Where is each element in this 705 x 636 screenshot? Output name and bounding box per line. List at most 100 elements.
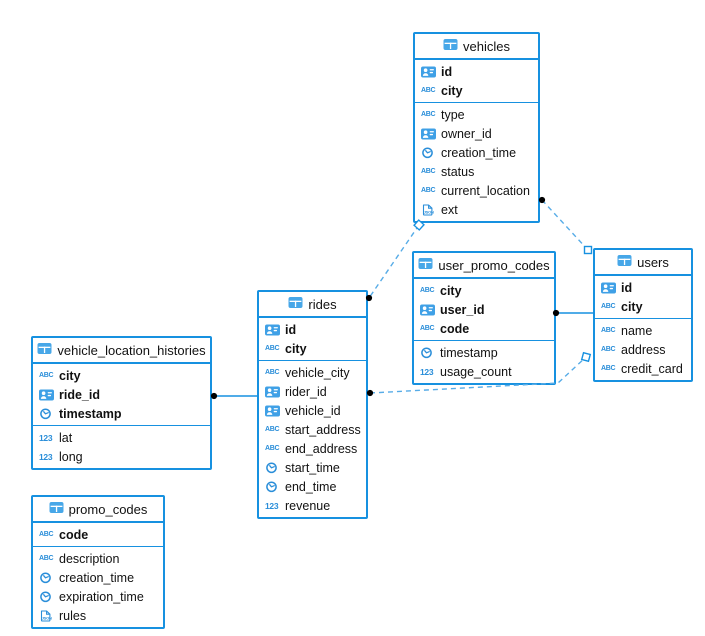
abc-icon: ABC	[421, 168, 441, 175]
abc-icon: ABC	[601, 303, 621, 310]
field-user_id: user_id	[414, 300, 554, 319]
abc-icon-glyph: ABC	[421, 87, 436, 94]
table-title: vehicle_location_histories	[57, 342, 206, 358]
clock-icon	[39, 407, 59, 420]
field-end_address: ABC end_address	[259, 439, 366, 458]
table-header[interactable]: user_promo_codes	[414, 253, 554, 279]
field-label: end_address	[285, 441, 358, 456]
field-id: id	[415, 62, 538, 81]
abc-icon-glyph: ABC	[265, 445, 280, 452]
number-icon-glyph: 123	[39, 432, 53, 443]
number-icon-glyph: 123	[39, 451, 53, 462]
abc-icon-glyph: ABC	[265, 369, 280, 376]
relationship-user_promo_codes-users[interactable]	[552, 309, 593, 317]
field-label: revenue	[285, 498, 331, 513]
field-label: ext	[441, 202, 458, 217]
field-creation_time: creation_time	[33, 568, 163, 587]
abc-icon-glyph: ABC	[601, 303, 616, 310]
abc-icon-glyph: ABC	[421, 168, 436, 175]
field-label: id	[285, 322, 297, 337]
id-card-icon	[39, 389, 59, 401]
field-end_time: end_time	[259, 477, 366, 496]
field-label: city	[59, 368, 81, 383]
json-icon-glyph: JSON	[424, 210, 434, 215]
relationship-vehicles-users[interactable]	[538, 196, 593, 255]
abc-icon-glyph: ABC	[421, 187, 436, 194]
field-label: lat	[59, 430, 73, 445]
field-timestamp: timestamp	[414, 343, 554, 362]
abc-icon-glyph: ABC	[601, 365, 616, 372]
relationship-line[interactable]	[541, 199, 589, 251]
abc-icon: ABC	[265, 445, 285, 452]
number-icon-glyph: 123	[265, 500, 279, 511]
field-label: start_address	[285, 422, 361, 437]
field-creation_time: creation_time	[415, 143, 538, 162]
field-label: creation_time	[441, 145, 517, 160]
abc-icon: ABC	[39, 531, 59, 538]
field-timestamp: timestamp	[33, 404, 210, 423]
id-card-icon	[265, 405, 285, 417]
clock-icon	[421, 146, 441, 159]
id-card-icon	[421, 128, 441, 140]
relationship-square-marker	[583, 245, 593, 255]
abc-icon-glyph: ABC	[601, 327, 616, 334]
abc-icon-glyph: ABC	[39, 555, 54, 562]
field-expiration_time: expiration_time	[33, 587, 163, 606]
field-label: city	[285, 341, 307, 356]
table-header[interactable]: vehicles	[415, 34, 538, 60]
table-icon	[288, 296, 303, 312]
table-header[interactable]: vehicle_location_histories	[33, 338, 210, 364]
field-city: ABC city	[33, 366, 210, 385]
abc-icon: ABC	[265, 426, 285, 433]
id-card-icon	[265, 386, 285, 398]
abc-icon: ABC	[420, 325, 440, 332]
field-status: ABC status	[415, 162, 538, 181]
field-id: id	[259, 320, 366, 339]
abc-icon-glyph: ABC	[39, 531, 54, 538]
table-header[interactable]: promo_codes	[33, 497, 163, 523]
clock-icon	[39, 590, 59, 603]
json-icon-glyph: JSON	[42, 616, 52, 621]
table-title: vehicles	[463, 38, 510, 54]
field-label: id	[621, 280, 633, 295]
table-header[interactable]: rides	[259, 292, 366, 318]
table-header[interactable]: users	[595, 250, 691, 276]
field-label: id	[441, 64, 453, 79]
field-label: long	[59, 449, 83, 464]
field-label: owner_id	[441, 126, 492, 141]
field-label: status	[441, 164, 475, 179]
field-lat: 123 lat	[33, 428, 210, 447]
relationship-square-marker	[580, 351, 592, 363]
abc-icon-glyph: ABC	[39, 372, 54, 379]
field-label: type	[441, 107, 465, 122]
table-icon	[443, 38, 458, 54]
clock-icon	[265, 480, 285, 493]
abc-icon-glyph: ABC	[601, 346, 616, 353]
clock-icon	[420, 346, 440, 359]
field-ride_id: ride_id	[33, 385, 210, 404]
field-label: creation_time	[59, 570, 135, 585]
abc-icon-glyph: ABC	[265, 426, 280, 433]
field-label: usage_count	[440, 364, 512, 379]
table-icon	[49, 501, 64, 517]
abc-icon: ABC	[601, 346, 621, 353]
relationship-vehicle_location_histories-rides[interactable]	[210, 392, 257, 400]
